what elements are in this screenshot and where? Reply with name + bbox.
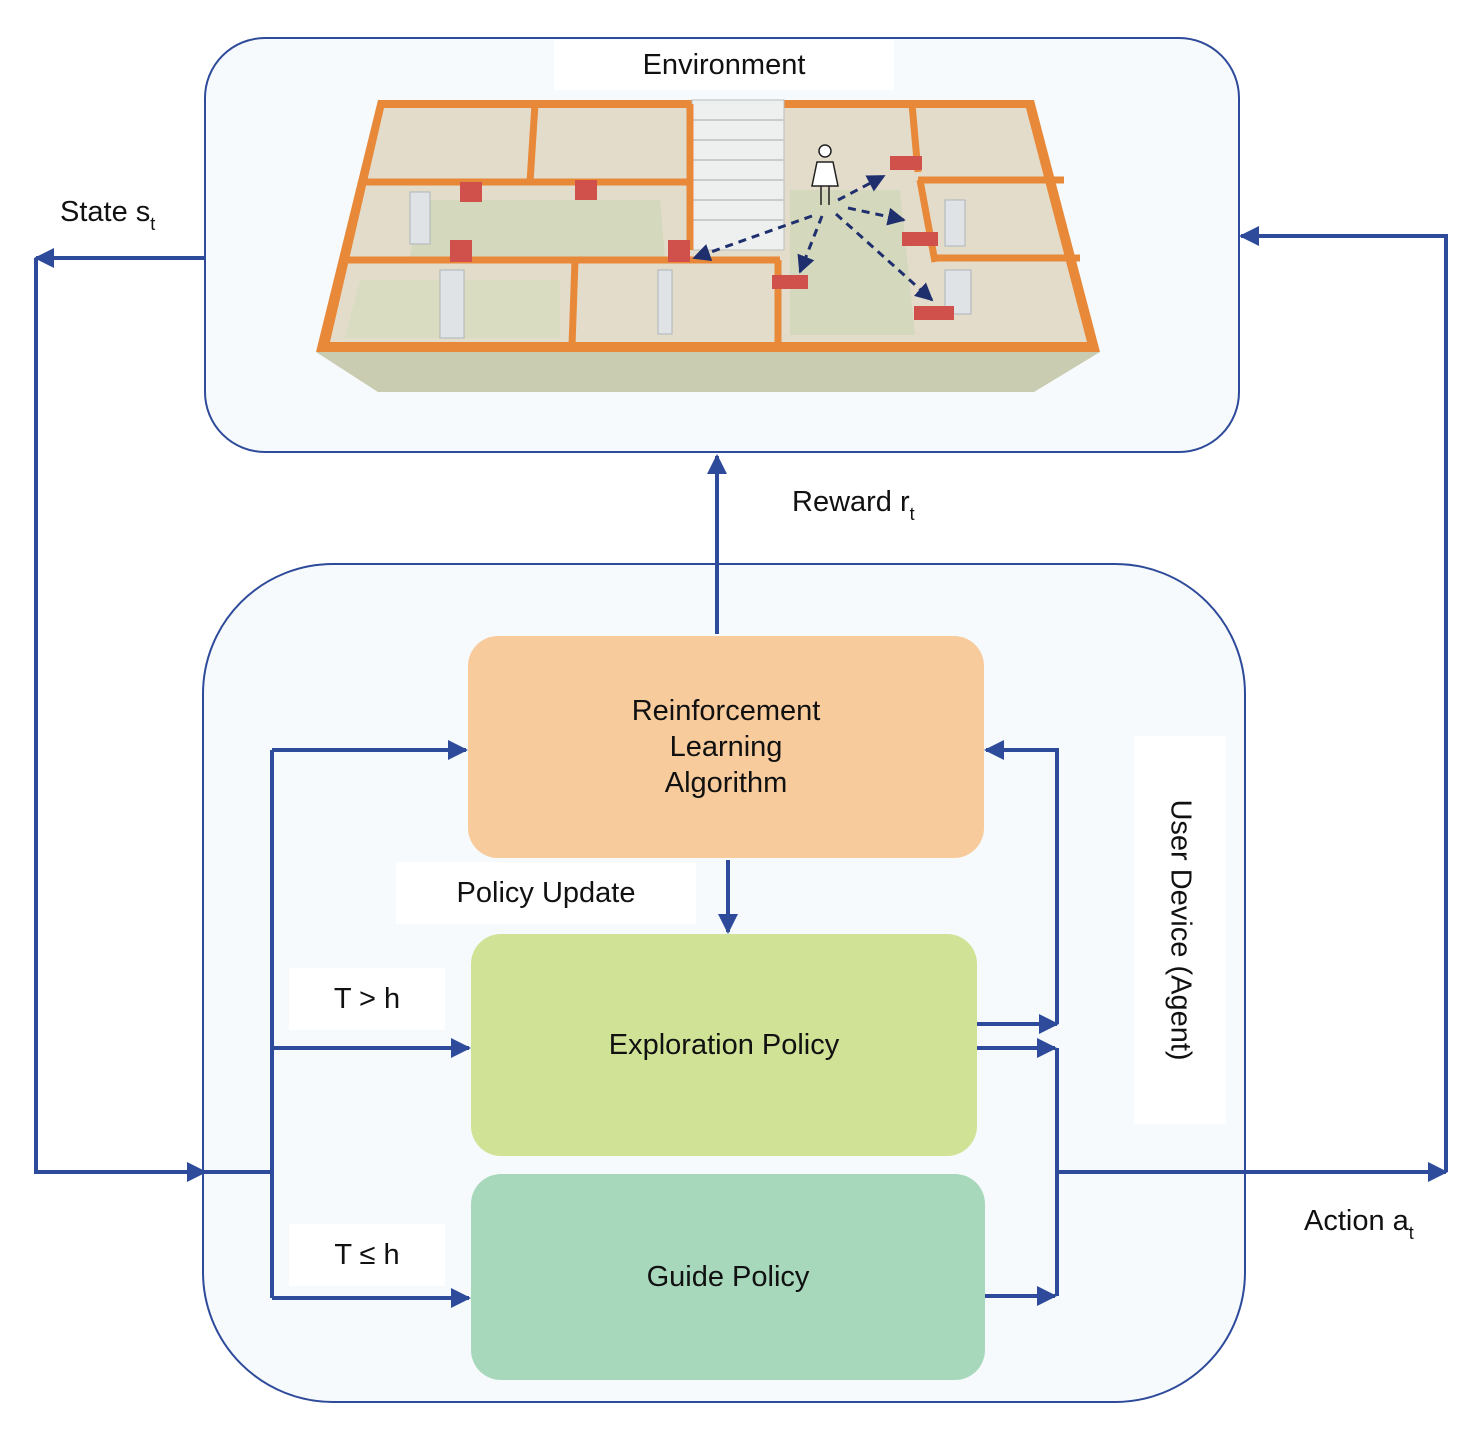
t-leq-h-label: T ≤ h bbox=[289, 1224, 445, 1286]
guide-policy-text: Guide Policy bbox=[646, 1261, 810, 1293]
person-icon bbox=[811, 144, 839, 205]
agent-label: User Device (Agent) bbox=[1134, 736, 1226, 1124]
floor-patch bbox=[790, 190, 915, 335]
connectors bbox=[34, 226, 1448, 1308]
state-label: State st bbox=[60, 196, 156, 234]
policy-update-label: Policy Update bbox=[396, 862, 696, 924]
floor-plan-illustration bbox=[316, 99, 1100, 392]
reward-label: Reward rt bbox=[792, 486, 915, 524]
floor-patch bbox=[410, 200, 665, 258]
exploration-policy-box: Exploration Policy bbox=[471, 934, 977, 1156]
rl-feedback-arrow bbox=[984, 740, 1059, 1024]
rl-algorithm-box: Reinforcement Learning Algorithm bbox=[468, 636, 984, 858]
staircase bbox=[691, 99, 785, 251]
state-feed-line bbox=[34, 258, 207, 1182]
sensor-icon bbox=[450, 156, 954, 320]
rl-algorithm-text: Reinforcement Learning Algorithm bbox=[631, 695, 821, 799]
environment-title: Environment bbox=[554, 40, 894, 90]
t-greater-h-label: T > h bbox=[289, 968, 445, 1030]
guide-policy-box: Guide Policy bbox=[471, 1174, 985, 1380]
floor-plan-base bbox=[316, 352, 1100, 392]
exploration-policy-text: Exploration Policy bbox=[608, 1029, 840, 1061]
action-feed-arrow bbox=[1239, 226, 1448, 1172]
action-label: Action at bbox=[1304, 1205, 1414, 1243]
